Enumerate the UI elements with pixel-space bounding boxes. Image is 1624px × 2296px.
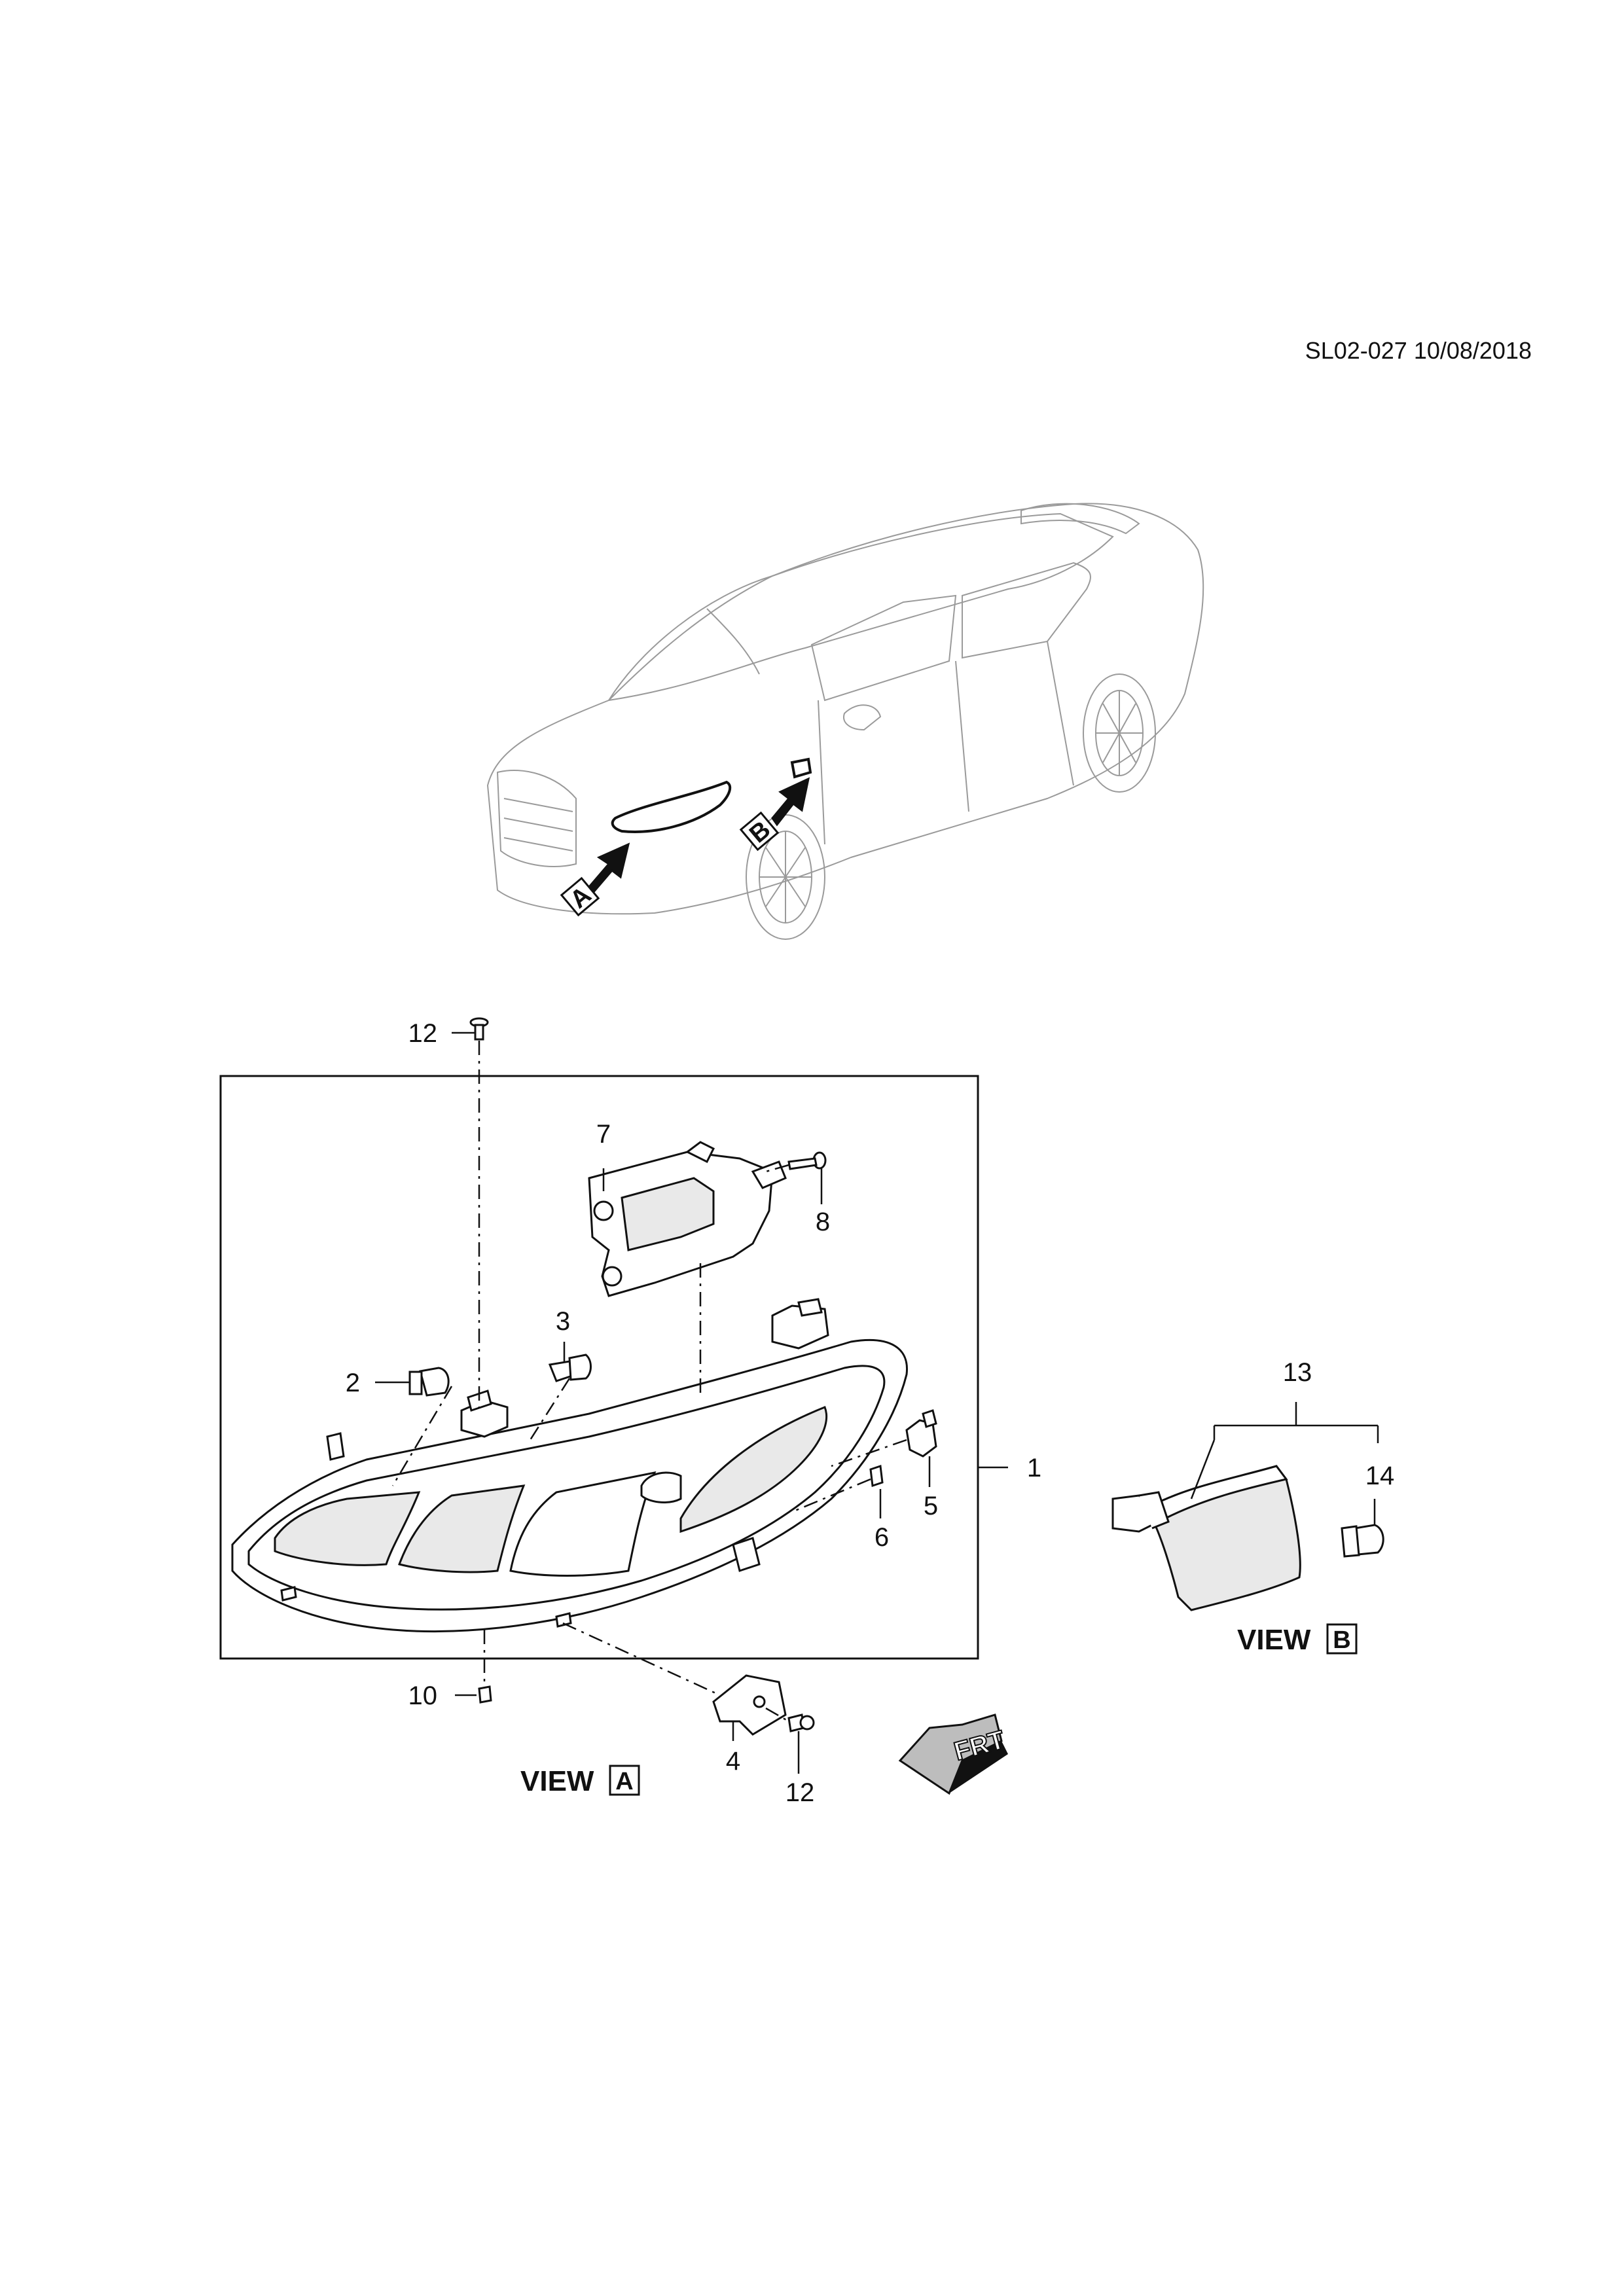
side-marker-lamp bbox=[1111, 1465, 1301, 1611]
view-b-assembly: 13 14 VIEW B bbox=[1111, 1358, 1395, 1656]
bulb-part-3 bbox=[548, 1354, 592, 1382]
document-id: SL02-027 10/08/2018 bbox=[1305, 337, 1532, 364]
view-a-assembly: 12 7 8 3 2 1 5 6 10 4 12 VIEW A FRT bbox=[219, 1017, 1041, 1807]
callout-12-bottom: 12 bbox=[785, 1778, 815, 1807]
assembly-line-2 bbox=[391, 1386, 453, 1486]
pin-part-6 bbox=[869, 1464, 884, 1488]
callout-8: 8 bbox=[816, 1208, 830, 1236]
callout-13: 13 bbox=[1283, 1358, 1312, 1387]
callout-4: 4 bbox=[726, 1747, 740, 1776]
bulb-part-14 bbox=[1341, 1524, 1384, 1558]
callout-5: 5 bbox=[924, 1492, 938, 1520]
view-b-letter: B bbox=[1333, 1626, 1350, 1654]
callout-7: 7 bbox=[596, 1120, 611, 1149]
frt-direction-icon: FRT bbox=[898, 1713, 1008, 1795]
assembly-line-12-bottom bbox=[765, 1707, 789, 1723]
headlamp-highlight bbox=[611, 780, 732, 833]
screw-part-12-top bbox=[469, 1017, 489, 1041]
bracket-part-7 bbox=[588, 1141, 787, 1297]
view-b-label: VIEW B bbox=[1237, 1623, 1358, 1656]
bulb-part-5 bbox=[905, 1409, 937, 1458]
screw-part-8 bbox=[787, 1151, 827, 1170]
assembly-line-5 bbox=[831, 1439, 907, 1467]
view-a-label: VIEW A bbox=[520, 1765, 640, 1797]
bulb-part-2 bbox=[408, 1367, 450, 1397]
view-a-frame bbox=[219, 1075, 979, 1660]
callout-12-top: 12 bbox=[408, 1019, 438, 1048]
assembly-line-4 bbox=[562, 1622, 721, 1696]
headlamp-assembly bbox=[231, 1298, 909, 1633]
view-b-arrow-letter: B bbox=[744, 816, 776, 849]
side-marker-highlight bbox=[790, 757, 812, 779]
assembly-line-3 bbox=[529, 1378, 571, 1441]
view-a-letter: A bbox=[615, 1768, 633, 1795]
callout-14: 14 bbox=[1365, 1462, 1395, 1490]
view-a-prefix: VIEW bbox=[520, 1765, 594, 1797]
callout-3: 3 bbox=[556, 1307, 570, 1336]
callout-1: 1 bbox=[1027, 1454, 1041, 1482]
view-a-arrow: A bbox=[560, 842, 630, 917]
callout-6: 6 bbox=[875, 1523, 889, 1552]
assembly-line-8 bbox=[765, 1164, 789, 1173]
assembly-line-6 bbox=[791, 1478, 871, 1513]
car-overview-illustration: A B bbox=[486, 503, 1204, 940]
view-b-arrow: B bbox=[739, 777, 810, 852]
view-b-prefix: VIEW bbox=[1237, 1624, 1311, 1656]
bracket-part-4 bbox=[712, 1674, 787, 1736]
callout-10: 10 bbox=[408, 1681, 438, 1710]
callout-2: 2 bbox=[346, 1369, 360, 1397]
clip-part-10 bbox=[478, 1685, 492, 1704]
screw-part-12-bottom bbox=[787, 1713, 815, 1732]
